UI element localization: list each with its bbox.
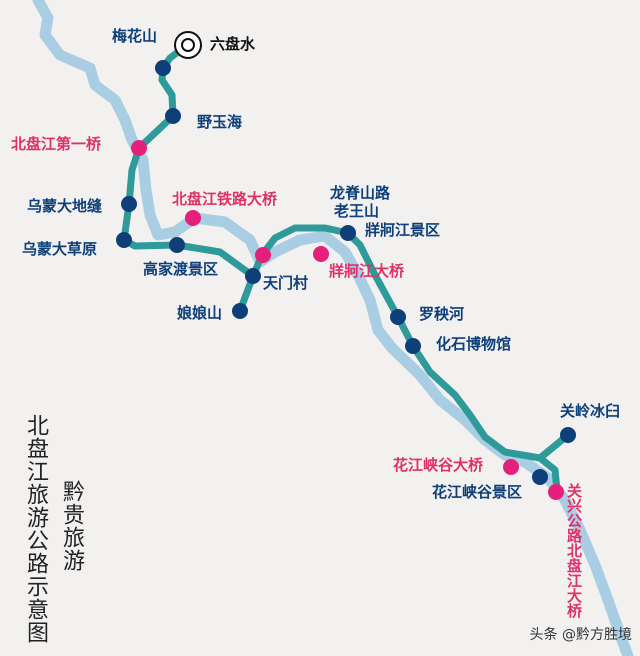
scenic-marker[interactable] xyxy=(155,60,171,76)
label-stop: 罗秧河 xyxy=(419,305,465,323)
label-origin: 六盘水 xyxy=(210,35,256,53)
scenic-marker[interactable] xyxy=(121,196,137,212)
scenic-marker[interactable] xyxy=(116,232,132,248)
label-stop: 娘娘山 xyxy=(177,304,223,322)
scenic-marker[interactable] xyxy=(405,338,421,354)
label-bridge: 牂牁江大桥 xyxy=(329,262,405,280)
label-stop: 花江峡谷景区 xyxy=(432,483,523,501)
scenic-marker[interactable] xyxy=(560,427,576,443)
river xyxy=(32,0,634,656)
bridge-marker[interactable] xyxy=(185,210,201,226)
label-stop: 野玉海 xyxy=(197,113,243,131)
label-stop: 梅花山 xyxy=(112,27,158,45)
scenic-marker[interactable] xyxy=(169,237,185,253)
bridge-marker[interactable] xyxy=(503,459,519,475)
map-subtitle: 黔贵旅游 xyxy=(59,480,84,572)
label-bridge: 北盘江铁路大桥 xyxy=(172,190,278,208)
label-bridge: 北盘江第一桥 xyxy=(11,135,102,153)
scenic-marker[interactable] xyxy=(532,469,548,485)
bridge-marker[interactable] xyxy=(255,247,271,263)
label-stop: 天门村 xyxy=(263,274,309,292)
scenic-marker[interactable] xyxy=(390,309,406,325)
label-stop: 乌蒙大地缝 xyxy=(27,197,103,215)
label-stop: 乌蒙大草原 xyxy=(22,240,98,258)
scenic-marker[interactable] xyxy=(165,108,181,124)
origin-marker[interactable] xyxy=(174,31,202,59)
bridge-marker[interactable] xyxy=(548,484,564,500)
bridge-marker[interactable] xyxy=(131,140,147,156)
map-title: 北盘江旅游公路示意图 xyxy=(23,414,48,644)
bridge-marker[interactable] xyxy=(313,246,329,262)
label-bridge: 关兴公路北盘江大桥 xyxy=(565,483,583,618)
label-stop: 化石博物馆 xyxy=(436,335,512,353)
scenic-marker[interactable] xyxy=(245,268,261,284)
label-stop: 牂牁江景区 xyxy=(365,221,441,239)
label-bridge: 花江峡谷大桥 xyxy=(393,456,484,474)
watermark: 头条 @黔方胜境 xyxy=(529,627,632,643)
label-stop: 高家渡景区 xyxy=(143,260,219,278)
label-stop: 关岭冰臼 xyxy=(560,402,621,420)
scenic-marker[interactable] xyxy=(340,225,356,241)
label-stop: 老王山 xyxy=(334,202,380,220)
label-stop: 龙脊山路 xyxy=(330,184,391,202)
scenic-marker[interactable] xyxy=(232,303,248,319)
